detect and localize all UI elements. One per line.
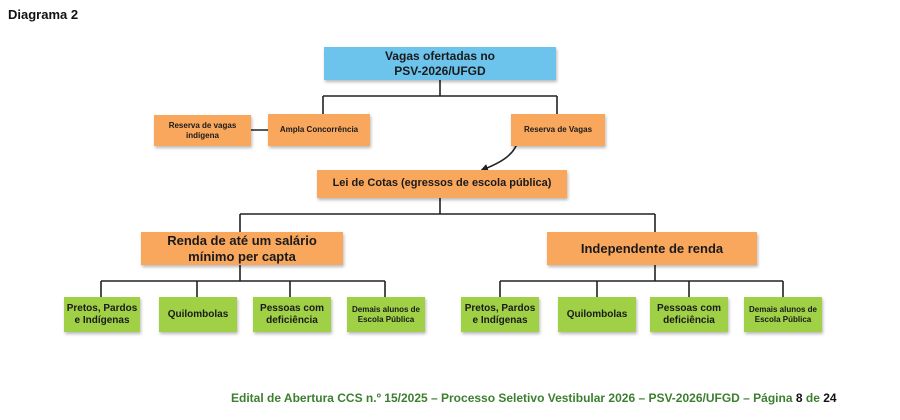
node-lei-de-cotas-label: Lei de Cotas (egressos de escola pública… (332, 177, 552, 190)
node-ampla-concorrencia-label: Ampla Concorrência (279, 125, 359, 135)
node-left-demais-line2: Escola Pública (357, 314, 415, 324)
page-footer: Edital de Abertura CCS n.º 15/2025 – Pro… (231, 391, 837, 405)
node-lei-de-cotas: Lei de Cotas (egressos de escola pública… (317, 170, 567, 198)
node-vagas-ofertadas-line2: PSV-2026/UFGD (394, 63, 486, 78)
footer-page-total: 24 (823, 391, 837, 405)
footer-of: de (802, 391, 824, 405)
node-renda-ate-um-salario-line1: Renda de até um salário (167, 232, 317, 248)
node-right-pessoas-line1: Pessoas com (657, 302, 721, 314)
footer-page-number: 8 (795, 391, 803, 405)
node-right-demais-line1: Demais alunos de (748, 304, 818, 314)
node-renda-ate-um-salario: Renda de até um salário mínimo per capta (141, 232, 343, 265)
node-right-pretos-pardos-indigenas: Pretos, Pardos e Indígenas (461, 297, 539, 332)
node-independente-de-renda-label: Independente de renda (580, 240, 724, 256)
diagram-heading: Diagrama 2 (8, 7, 79, 22)
node-reserva-indigena-line1: Reserva de vagas (168, 120, 237, 130)
node-left-pretos-line2: e Indígenas (74, 314, 130, 326)
node-right-quilombolas: Quilombolas (558, 297, 636, 332)
node-reserva-indigena-line2: indígena (186, 130, 219, 140)
node-vagas-ofertadas: Vagas ofertadas no PSV-2026/UFGD (324, 47, 556, 80)
node-right-pretos-line1: Pretos, Pardos (464, 302, 536, 314)
node-renda-ate-um-salario-line2: mínimo per capta (188, 248, 296, 264)
node-right-pretos-line2: e Indígenas (472, 314, 528, 326)
node-right-pessoas-com-deficiencia: Pessoas com deficiência (650, 297, 728, 332)
node-left-demais-alunos: Demais alunos de Escola Pública (347, 297, 425, 332)
node-independente-de-renda: Independente de renda (547, 232, 757, 265)
node-left-pretos-line1: Pretos, Pardos (66, 302, 138, 314)
node-left-pessoas-line2: deficiência (266, 314, 318, 326)
node-right-quilombolas-label: Quilombolas (566, 308, 628, 320)
node-left-pessoas-com-deficiencia: Pessoas com deficiência (253, 297, 331, 332)
footer-text: Edital de Abertura CCS n.º 15/2025 – Pro… (231, 391, 796, 405)
node-right-demais-alunos: Demais alunos de Escola Pública (744, 297, 822, 332)
node-reserva-de-vagas-label: Reserva de Vagas (523, 125, 593, 135)
node-left-pessoas-line1: Pessoas com (260, 302, 324, 314)
node-reserva-de-vagas: Reserva de Vagas (511, 114, 605, 146)
node-left-pretos-pardos-indigenas: Pretos, Pardos e Indígenas (64, 297, 140, 332)
node-right-pessoas-line2: deficiência (663, 314, 715, 326)
node-left-quilombolas: Quilombolas (159, 297, 237, 332)
node-reserva-indigena: Reserva de vagas indígena (154, 115, 251, 146)
node-ampla-concorrencia: Ampla Concorrência (268, 114, 370, 146)
node-vagas-ofertadas-line1: Vagas ofertadas no (384, 49, 496, 64)
node-right-demais-line2: Escola Pública (754, 314, 812, 324)
node-left-quilombolas-label: Quilombolas (167, 308, 229, 320)
node-left-demais-line1: Demais alunos de (351, 304, 421, 314)
